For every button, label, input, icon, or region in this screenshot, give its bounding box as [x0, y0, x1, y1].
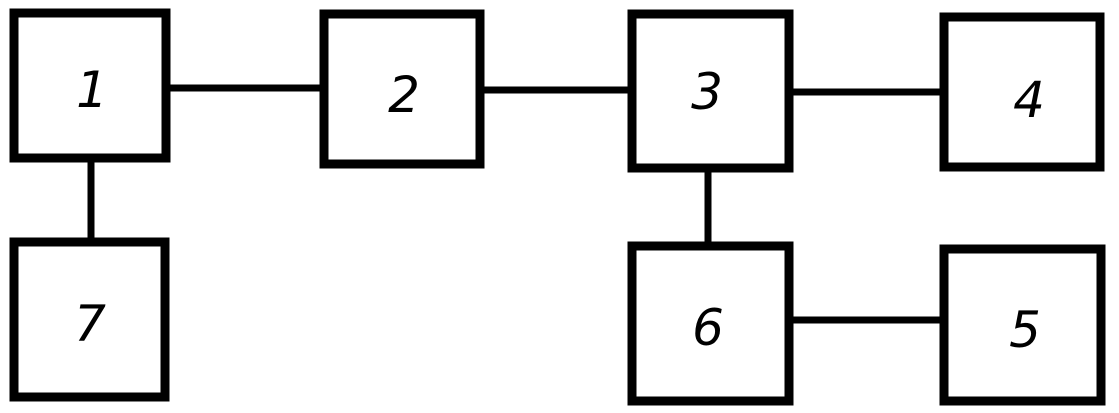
block-1-label: 1 — [76, 61, 108, 119]
block-2-label: 2 — [388, 66, 420, 124]
block-6-label: 6 — [692, 299, 724, 357]
block-7: 7 — [9, 237, 170, 402]
block-3-label: 3 — [691, 63, 723, 121]
block-1: 1 — [9, 8, 171, 163]
block-7-label: 7 — [74, 295, 106, 353]
block-3: 3 — [627, 9, 794, 173]
block-5-label: 5 — [1009, 301, 1041, 359]
block-6: 6 — [627, 241, 794, 406]
block-4: 4 — [939, 12, 1105, 172]
block-4-label: 4 — [1013, 71, 1045, 129]
block-2: 2 — [319, 9, 485, 169]
block-5: 5 — [939, 244, 1106, 406]
